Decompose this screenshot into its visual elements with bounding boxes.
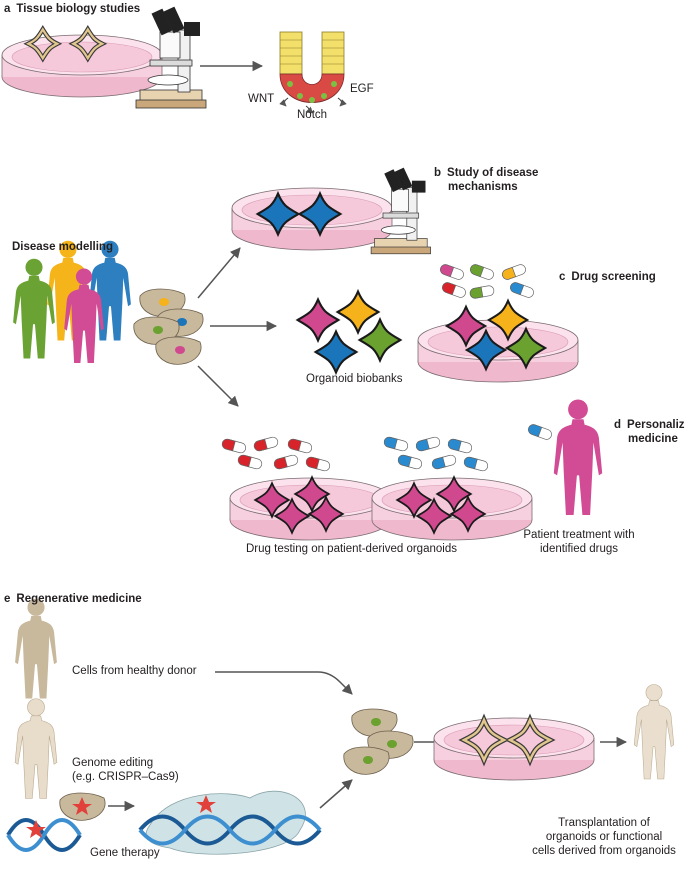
gene-therapy-graphic bbox=[138, 790, 322, 855]
organoid-icon bbox=[296, 298, 340, 342]
organoid-icon bbox=[358, 318, 402, 362]
human-figure-icon bbox=[633, 684, 675, 780]
cell-icon bbox=[157, 308, 204, 337]
organoid-icon bbox=[336, 290, 380, 334]
section-a-title: a Tissue biology studies bbox=[4, 2, 140, 16]
capsule-icon bbox=[438, 262, 466, 282]
patient-treatment-label: Patient treatment with identified drugs bbox=[504, 528, 654, 556]
human-figure-icon bbox=[15, 598, 57, 699]
label-line: organoids or functional bbox=[545, 831, 663, 843]
drug-testing-label: Drug testing on patient-derived organoid… bbox=[246, 543, 457, 555]
drug-testing-graphic bbox=[220, 399, 603, 541]
genome-editing-label: Genome editing (e.g. CRISPR–Cas9) bbox=[72, 756, 179, 784]
gene-therapy-label: Gene therapy bbox=[90, 847, 160, 859]
label-line: Transplantation of bbox=[558, 817, 650, 829]
section-title-text: Personalized bbox=[627, 419, 685, 431]
label-line: Genome editing bbox=[72, 757, 154, 769]
wnt-label: WNT bbox=[248, 93, 275, 105]
human-figure-icon bbox=[14, 698, 58, 799]
cell-icon bbox=[367, 730, 414, 759]
label-line: cells derived from organoids bbox=[532, 845, 676, 857]
dna-icon bbox=[6, 818, 82, 852]
label-line: Patient treatment with bbox=[523, 529, 635, 541]
section-title-text: Regenerative medicine bbox=[16, 593, 142, 605]
branch-arrows bbox=[197, 247, 278, 407]
label-line: (e.g. CRISPR–Cas9) bbox=[72, 771, 179, 783]
healthy-donor-label: Cells from healthy donor bbox=[72, 665, 197, 677]
section-e-graphic bbox=[6, 598, 675, 855]
notch-label: Notch bbox=[297, 109, 328, 121]
cell-icon bbox=[343, 746, 390, 775]
section-letter: c bbox=[559, 271, 566, 283]
section-e-title: e Regenerative medicine bbox=[4, 592, 142, 606]
organoid-biobanks-label: Organoid biobanks bbox=[306, 373, 403, 385]
organoid-biobank-graphic bbox=[296, 290, 402, 374]
cell-icon bbox=[139, 288, 186, 317]
section-letter: e bbox=[4, 593, 11, 605]
human-figure-icon bbox=[553, 399, 603, 515]
organoid-icon bbox=[314, 330, 358, 374]
label-line: identified drugs bbox=[540, 543, 618, 555]
section-c-title: c Drug screening bbox=[559, 270, 656, 284]
section-c-graphic bbox=[417, 262, 579, 383]
cell-icon bbox=[155, 336, 202, 365]
cell-icon bbox=[133, 316, 180, 345]
capsule-icon bbox=[500, 262, 528, 282]
section-title-text: Drug screening bbox=[571, 271, 656, 283]
cell-icon bbox=[351, 708, 398, 737]
capsule-icon bbox=[508, 280, 536, 300]
section-title-text: mechanisms bbox=[448, 181, 518, 193]
section-letter: a bbox=[4, 3, 11, 15]
capsule-icon bbox=[468, 284, 496, 300]
arrow-icon bbox=[215, 671, 353, 695]
disease-modelling-title: Disease modelling bbox=[12, 241, 113, 253]
patient-cells bbox=[133, 288, 204, 365]
petri-dish-icon bbox=[433, 717, 595, 781]
crypt-icon bbox=[279, 31, 347, 114]
capsule-icon bbox=[526, 422, 554, 442]
section-b-graphic bbox=[231, 167, 432, 255]
section-title-text: medicine bbox=[628, 433, 678, 445]
transplantation-label: Transplantation of organoids or function… bbox=[524, 816, 684, 858]
capsule-icon bbox=[440, 280, 468, 300]
patient-figures bbox=[13, 240, 131, 363]
human-figure-icon bbox=[13, 258, 55, 359]
section-b-title: b Study of disease mechanisms bbox=[434, 166, 538, 194]
section-title-text: Tissue biology studies bbox=[16, 3, 141, 15]
section-letter: b bbox=[434, 167, 442, 179]
section-d-title: d Personalized medicine bbox=[614, 418, 685, 446]
section-title-text: Study of disease bbox=[447, 167, 539, 179]
egf-label: EGF bbox=[350, 83, 374, 95]
capsule-icon bbox=[468, 262, 496, 282]
section-a-graphic bbox=[1, 6, 347, 114]
section-letter: d bbox=[614, 419, 622, 431]
